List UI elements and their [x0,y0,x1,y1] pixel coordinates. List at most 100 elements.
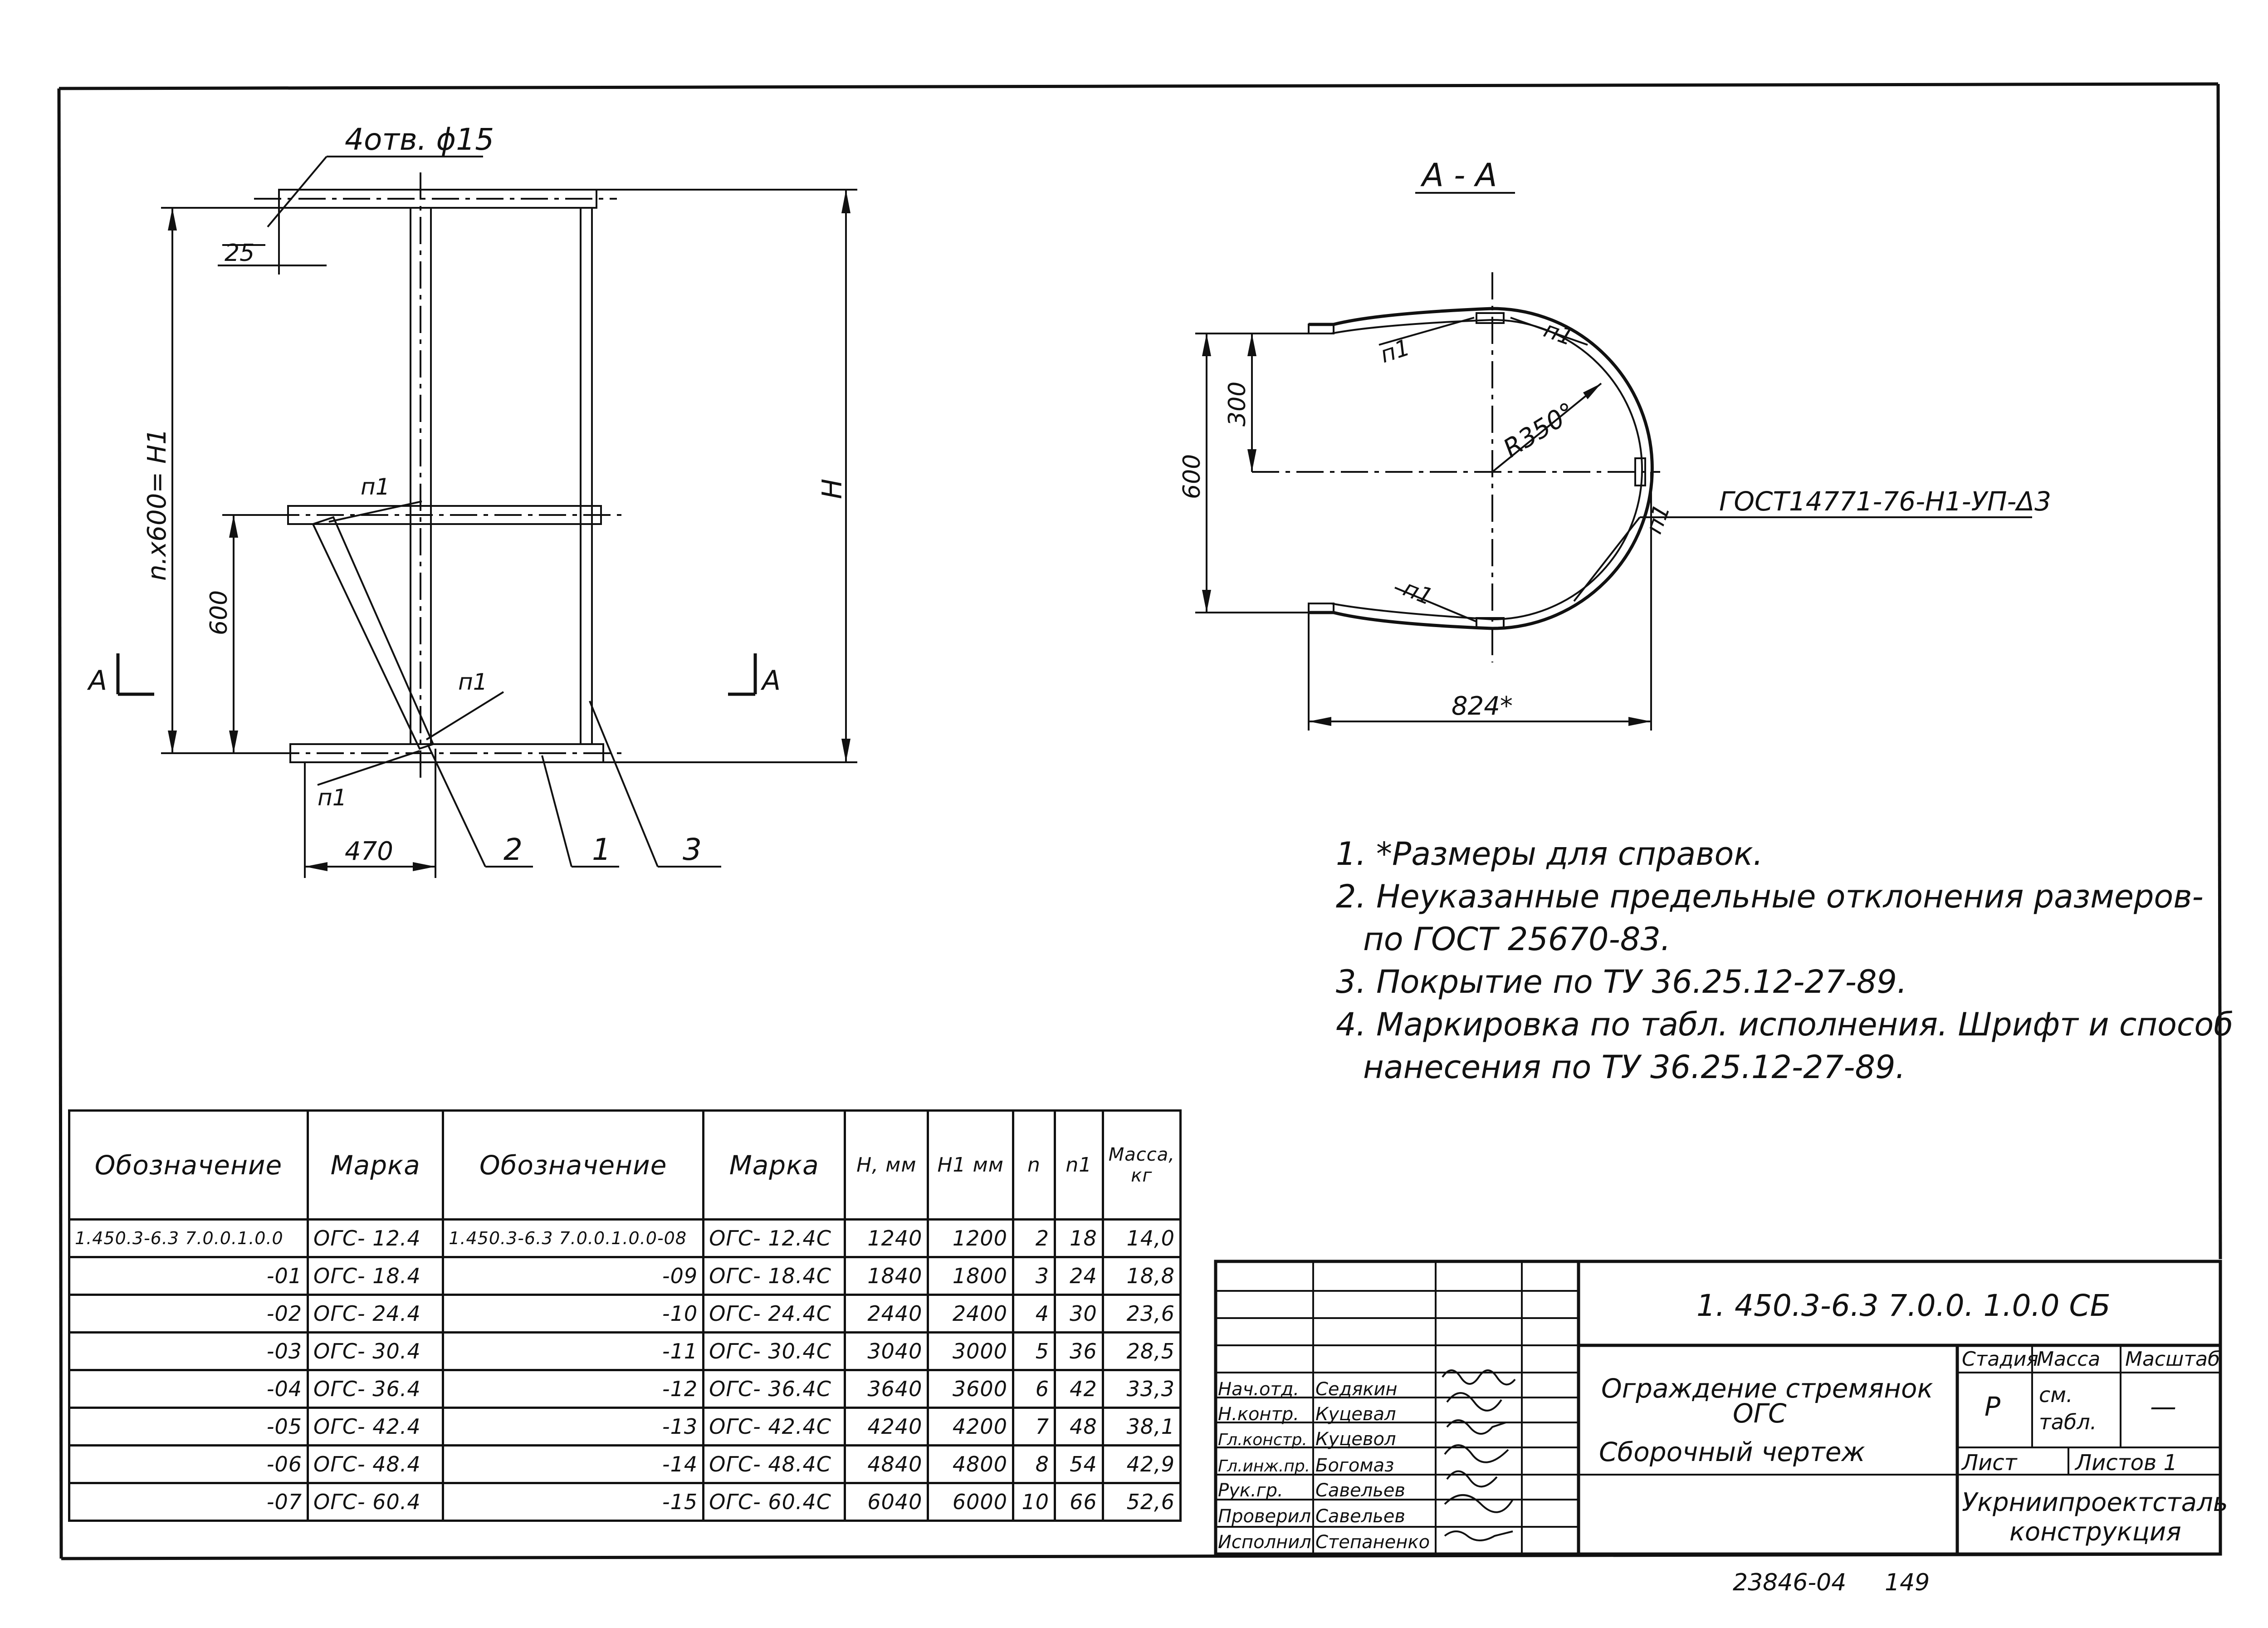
signatures [1442,1369,1516,1541]
title-line-2: ОГС [1733,1398,1787,1429]
table-cell: 6000 [927,1482,1014,1522]
table-cell: 3640 [844,1369,929,1409]
role-name: Савельев [1315,1480,1405,1501]
header-cell: Марка [702,1109,846,1221]
role-name: Куцевол [1315,1429,1396,1450]
mass-value-1: см. [2039,1383,2073,1407]
note-line: 4. Маркировка по табл. исполнения. Шрифт… [1336,1006,2234,1043]
part-label-3: 3 [683,832,702,867]
table-cell: 3000 [927,1331,1014,1371]
table-cell: ОГС- 48.4С [702,1444,846,1484]
scale-value: — [2150,1391,2176,1422]
table-cell: ОГС- 60.4С [702,1482,846,1522]
table-cell: 28,5 [1101,1331,1182,1371]
scale-label: Масштаб [2125,1348,2220,1371]
table-cell: 33,3 [1101,1369,1182,1409]
note-line: 2. Неуказанные предельные отклонения раз… [1336,878,2204,915]
stage-value: Р [1984,1391,2000,1422]
table-cell: ОГС- 30.4С [702,1331,846,1371]
table-cell: ОГС- 18.4С [702,1256,846,1296]
part-label-2: 2 [503,832,523,867]
title-line-3: Сборочный чертеж [1599,1437,1865,1467]
role-label: Рук.гр. [1218,1480,1283,1501]
table-cell: 6 [1012,1369,1056,1409]
table-cell: 42,9 [1101,1444,1182,1484]
mass-value-2: табл. [2039,1410,2097,1434]
table-cell: 10 [1012,1482,1056,1522]
table-cell: 1.450.3-6.3 7.0.0.1.0.0-08 [442,1218,705,1258]
dim-600-left-label: 600 [205,590,233,635]
role-label: Исполнил [1218,1532,1311,1553]
note-line: нанесения по ТУ 36.25.12-27-89. [1363,1049,1906,1086]
table-cell: 3040 [844,1331,929,1371]
role-name: Степаненко [1315,1532,1430,1553]
table-cell: ОГС- 12.4 [307,1218,445,1258]
page-number: 149 [1885,1569,1930,1596]
table-cell: 23,6 [1101,1294,1182,1334]
table-cell: 14,0 [1101,1218,1182,1258]
table-cell: -02 [68,1294,309,1334]
role-name: Савельев [1315,1506,1405,1527]
note-line: 1. *Размеры для справок. [1336,835,1763,873]
table-cell: ОГС- 42.4 [307,1407,445,1447]
table-cell: 54 [1053,1444,1104,1484]
table-cell: 1240 [844,1218,929,1258]
weld-mark-section-tl: п1 [1377,334,1413,368]
table-cell: -04 [68,1369,309,1409]
table-cell: 7 [1012,1407,1056,1447]
table-cell: -03 [68,1331,309,1371]
table-cell: ОГС- 24.4С [702,1294,846,1334]
role-label: Проверил [1218,1506,1311,1527]
dim-pitch-label: n.x600= H1 [142,428,172,581]
role-label: Гл.констр. [1218,1431,1307,1449]
dim-300-label: 300 [1224,382,1251,427]
table-cell: 18 [1053,1218,1104,1258]
table-cell: -14 [442,1444,705,1484]
sheets-label: Листов 1 [2074,1450,2177,1476]
title-line-1: Ограждение стремянок [1601,1373,1933,1404]
part-label-1: 1 [592,832,611,867]
archive-number: 23846-04 [1733,1569,1846,1596]
table-cell: ОГС- 48.4 [307,1444,445,1484]
role-label: Гл.инж.пр. [1218,1457,1310,1476]
section-marker-left: А [87,665,107,696]
weld-mark-bottom: п1 [318,785,347,811]
table-cell: 4840 [844,1444,929,1484]
document-code: 1. 450.3-6.3 7.0.0. 1.0.0 СБ [1696,1288,2111,1323]
radius-label: R350° [1498,397,1581,464]
notes-block: 1. *Размеры для справок. 2. Неуказанные … [1336,833,2233,1089]
holes-callout: 4отв. ϕ15 [345,122,494,157]
weld-mark-section-r: п1 [1641,501,1676,537]
table-cell: -11 [442,1331,705,1371]
sheet-label: Лист [1961,1450,2018,1476]
header-cell: Масса, кг [1101,1109,1182,1221]
table-cell: 30 [1053,1294,1104,1334]
note-line: 3. Покрытие по ТУ 36.25.12-27-89. [1336,963,1907,1000]
table-cell: 3 [1012,1256,1056,1296]
organization-line-2: конструкция [2009,1517,2181,1547]
role-name: Богомаз [1315,1455,1394,1476]
header-cell: Обозначение [442,1109,705,1221]
table-cell: 2400 [927,1294,1014,1334]
section-marker-right: А [760,665,781,696]
weld-standard-label: ГОСТ14771-76-Н1-УП-Δ3 [1719,486,2051,517]
table-cell: 4800 [927,1444,1014,1484]
section-view [1195,192,2032,731]
elevation-view [116,156,857,878]
table-cell: -12 [442,1369,705,1409]
table-cell: 38,1 [1101,1407,1182,1447]
dim-824-label: 824* [1452,691,1513,721]
table-cell: ОГС- 30.4 [307,1331,445,1371]
table-cell: 5 [1012,1331,1056,1371]
table-cell: ОГС- 36.4 [307,1369,445,1409]
table-cell: 8 [1012,1444,1056,1484]
table-cell: ОГС- 24.4 [307,1294,445,1334]
